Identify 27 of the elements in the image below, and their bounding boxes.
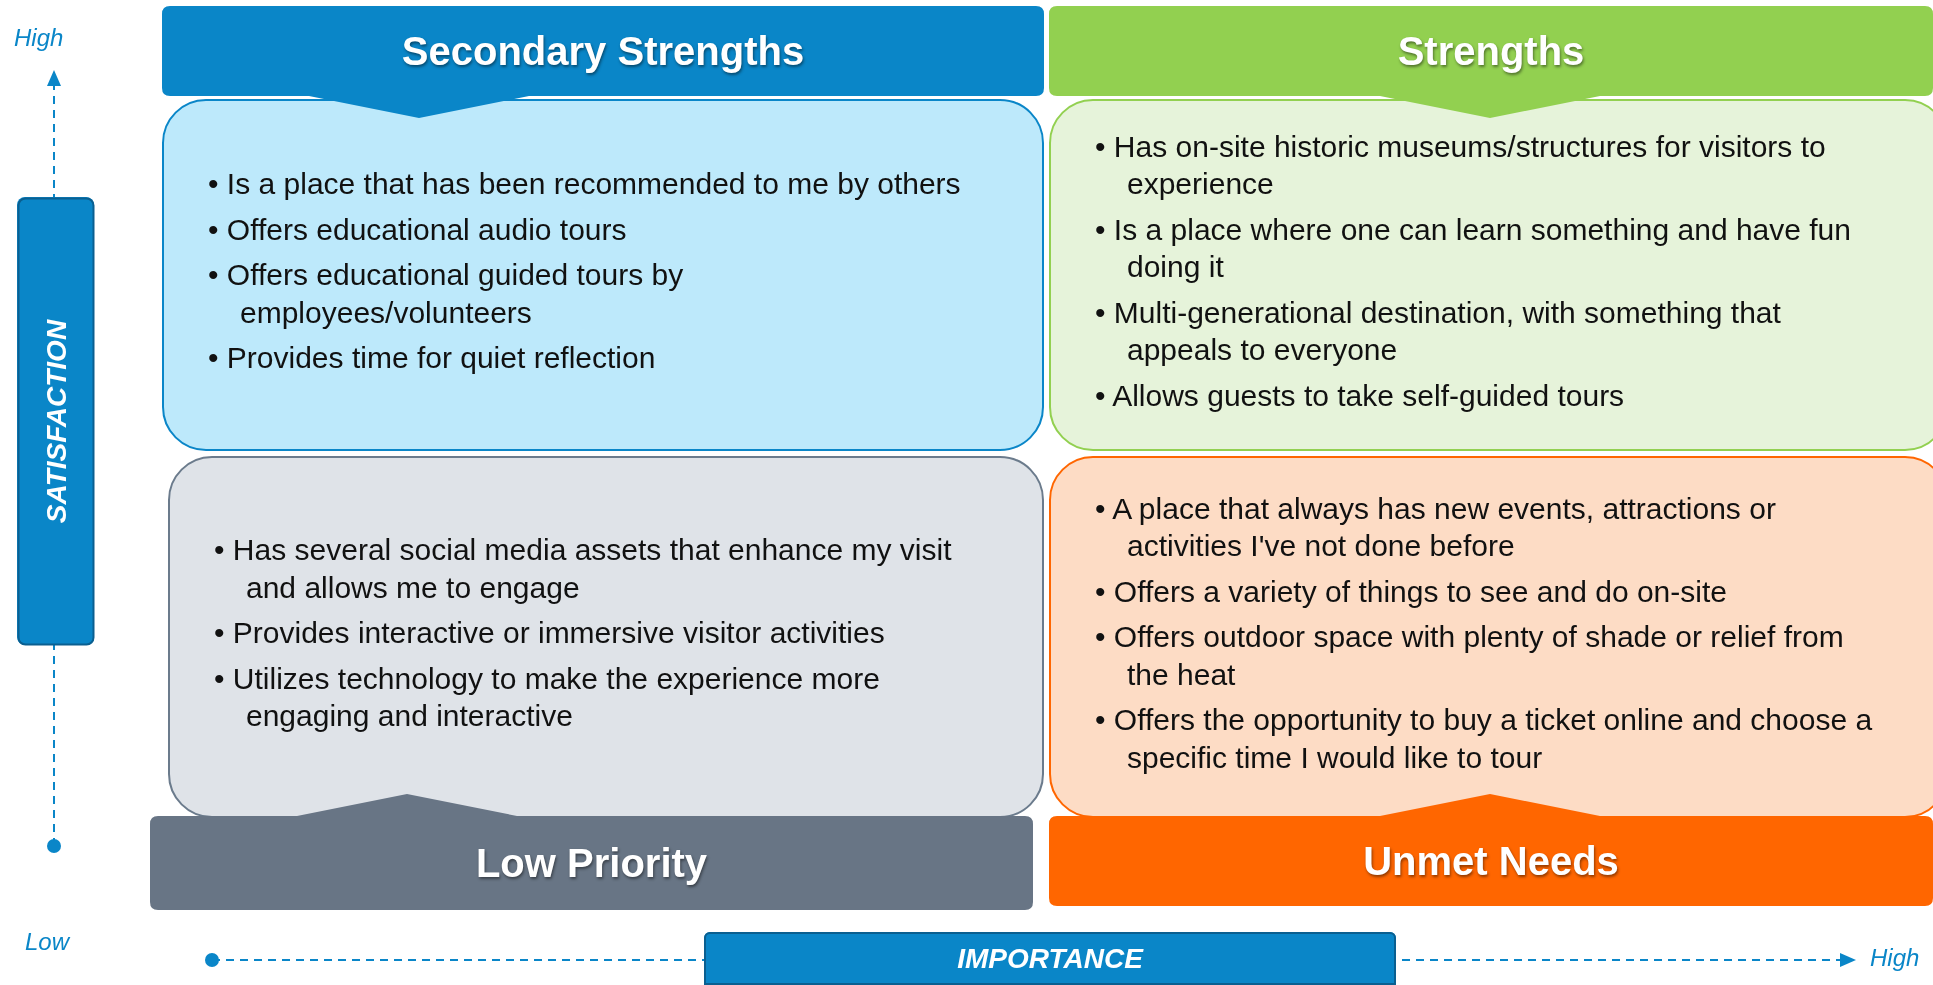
bullet-item: • Is a place that has been recommended to me by others	[208, 166, 962, 203]
quadrant-panel	[1049, 456, 1933, 818]
bullet-item: • Allows guests to take self-guided tours	[1095, 377, 1626, 414]
axis-title: IMPORTANCE	[704, 932, 1396, 985]
bullet-item: • A place that always has new events, attractions or activities I've not done before	[1095, 490, 1777, 565]
bullet-item: • Multi-generational destination, with something that appeals to everyone	[1095, 294, 1782, 369]
quadrant-panel	[168, 456, 1044, 818]
bullet-item: • Offers the opportunity to buy a ticket online and choose a specific time I would like to tour	[1095, 702, 1874, 776]
quadrant-header: Low Priority	[150, 794, 1033, 910]
bullet-item: • Offers outdoor space with plenty of shade or relief from the heat	[1095, 619, 1845, 693]
bullet-item: • Offers a variety of things to see and do on-site	[1095, 573, 1728, 610]
quadrant-header: Strengths	[1049, 6, 1933, 118]
axis-end-label: High	[1870, 944, 1920, 972]
bullet-item: • Has on-site historic museums/structures for visitors to experience	[1095, 128, 1827, 203]
axis-end-label: Low	[25, 928, 70, 956]
axis-end-label: High	[14, 24, 64, 52]
bullet-item: • Provides time for quiet reflection	[208, 340, 657, 377]
quadrant-panel	[162, 99, 1044, 451]
bullet-item: • Offers educational guided tours by employees/volunteers	[208, 257, 685, 331]
bullet-item: • Has several social media assets that enhance my visit and allows me to engage	[214, 532, 953, 606]
bullet-item: • Utilizes technology to make the experience more engaging and interactive	[214, 660, 881, 735]
bullet-item: • Offers educational audio tours	[208, 211, 628, 248]
quadrant-header: Unmet Needs	[1049, 794, 1933, 906]
bullet-item: • Provides interactive or immersive visitor activities	[214, 615, 886, 652]
quadrant-panel	[1049, 99, 1933, 451]
bullet-item: • Is a place where one can learn something and have fun doing it	[1095, 211, 1852, 286]
axis-title: SATISFACTION	[17, 197, 94, 645]
